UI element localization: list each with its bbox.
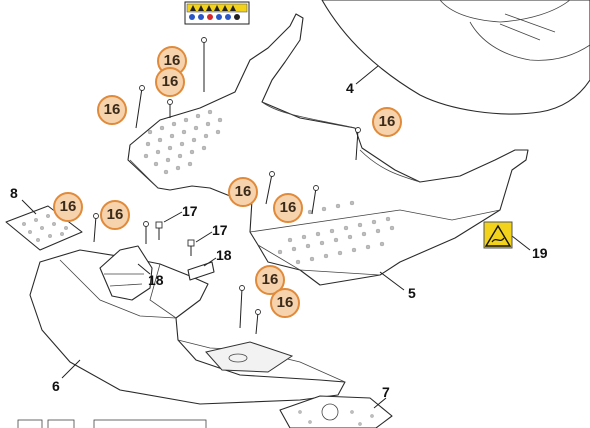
floor-pan-front-holes (143, 109, 223, 175)
screw-badge: 16 (155, 67, 185, 97)
screw-badge: 16 (97, 95, 127, 125)
screw-badge: 16 (372, 107, 402, 137)
screw-badge: 16 (255, 265, 285, 295)
bracket-part (99, 245, 215, 301)
leader-line-4 (355, 65, 379, 85)
leader-line-17a (163, 211, 183, 223)
callout-5: 5 (408, 285, 416, 301)
callout-17b: 17 (212, 222, 228, 238)
callout-8: 8 (10, 185, 18, 201)
frame-box (93, 419, 207, 428)
screw-icon (93, 37, 361, 335)
frame-box (47, 419, 75, 428)
leader-line-6 (61, 359, 81, 379)
callout-18a: 18 (148, 272, 164, 288)
leader-line-8 (21, 199, 37, 215)
seat-body-part (321, 0, 590, 115)
safety-decal-icon (483, 221, 513, 249)
screw-badge: 16 (53, 192, 83, 222)
screw-badge: 16 (228, 177, 258, 207)
warning-label-icon (184, 1, 250, 25)
leader-line-5 (379, 271, 405, 291)
clip-icon (155, 221, 195, 256)
screw-badge: 16 (270, 288, 300, 318)
rear-mat-part (279, 395, 393, 428)
frame-box (17, 419, 43, 428)
screw-badge: 16 (273, 193, 303, 223)
leader-line-19 (511, 235, 531, 251)
callout-19: 19 (532, 245, 548, 261)
screw-badge: 16 (100, 200, 130, 230)
callout-7: 7 (382, 384, 390, 400)
callout-18b: 18 (216, 247, 232, 263)
front-shell-part (29, 249, 346, 405)
callout-17a: 17 (182, 203, 198, 219)
callout-6: 6 (52, 378, 60, 394)
leader-line-18a (137, 263, 151, 275)
leader-line-18b (203, 257, 217, 267)
leader-line-7 (373, 397, 387, 409)
leader-line-17b (195, 231, 213, 243)
floor-pan-rear-holes (277, 200, 395, 265)
callout-4: 4 (346, 80, 354, 96)
